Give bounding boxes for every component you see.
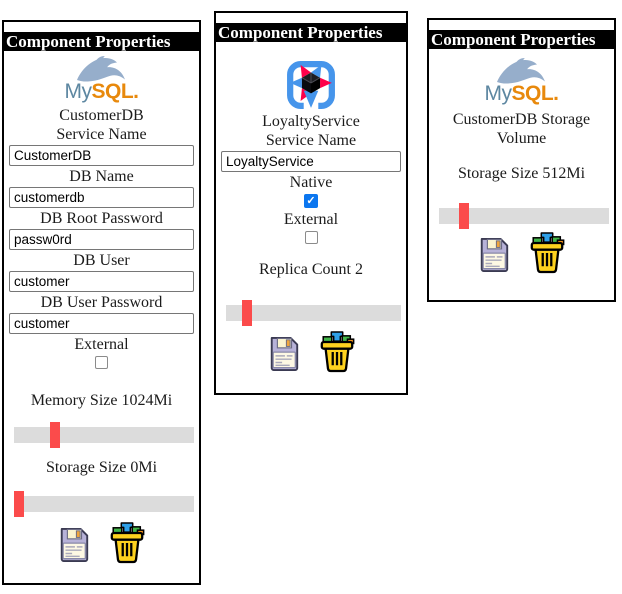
external-checkbox[interactable] <box>95 356 108 369</box>
mysql-dolphin-icon <box>77 56 126 82</box>
slider-handle[interactable] <box>459 203 469 229</box>
panel-component-properties-loyaltyservice: Component Properties LoyaltyService Serv… <box>214 11 408 395</box>
slider-track[interactable] <box>14 496 194 512</box>
replica-count-slider[interactable] <box>226 300 401 326</box>
slider-track[interactable] <box>439 208 609 224</box>
panel-title: Component Properties <box>429 30 614 49</box>
slider-track[interactable] <box>226 305 401 321</box>
service-name-input[interactable] <box>9 145 194 166</box>
panel-title: Component Properties <box>4 32 199 51</box>
native-label: Native <box>289 174 333 191</box>
panel-component-properties-storage-volume: Component Properties MySQL. CustomerDB S… <box>427 18 616 302</box>
storage-size-slider[interactable] <box>14 491 194 517</box>
component-heading-label: CustomerDB Storage Volume <box>452 111 591 147</box>
slider-handle[interactable] <box>49 422 60 448</box>
panel-component-properties-customerdb: Component Properties MySQL. CustomerDB S… <box>2 20 201 585</box>
storage-size-slider[interactable] <box>439 203 609 229</box>
component-name-label: CustomerDB <box>59 107 144 124</box>
actions-row <box>267 330 356 374</box>
db-user-input[interactable] <box>9 271 194 292</box>
db-name-input[interactable] <box>9 187 194 208</box>
replica-count-label: Replica Count 2 <box>259 261 363 278</box>
save-floppy-icon[interactable] <box>267 334 301 374</box>
actions-row <box>57 521 146 565</box>
mysql-logo: MySQL. <box>64 55 139 103</box>
memory-size-label: Memory Size 1024Mi <box>30 392 173 409</box>
delete-trash-icon[interactable] <box>528 231 566 275</box>
delete-trash-icon[interactable] <box>108 521 146 565</box>
db-name-label: DB Name <box>69 168 134 185</box>
db-user-password-label: DB User Password <box>40 294 163 311</box>
component-name-label: LoyaltyService <box>262 113 360 130</box>
service-name-label: Service Name <box>56 126 147 143</box>
external-label: External <box>74 336 129 353</box>
db-user-password-input[interactable] <box>9 313 194 334</box>
external-label: External <box>283 211 339 228</box>
slider-handle[interactable] <box>14 491 24 517</box>
actions-row <box>477 231 566 275</box>
db-root-password-input[interactable] <box>9 229 194 250</box>
external-checkbox[interactable] <box>304 231 318 244</box>
mysql-dolphin-icon <box>497 58 546 84</box>
save-floppy-icon[interactable] <box>477 235 511 275</box>
slider-handle[interactable] <box>241 300 252 326</box>
quarkus-logo-icon <box>286 60 336 110</box>
storage-size-label: Storage Size 512Mi <box>457 165 586 182</box>
service-name-input[interactable] <box>221 151 401 172</box>
save-floppy-icon[interactable] <box>57 525 91 565</box>
service-name-label: Service Name <box>265 132 357 149</box>
db-user-label: DB User <box>73 252 130 269</box>
mysql-logo: MySQL. <box>484 57 559 105</box>
mysql-wordmark: MySQL. <box>64 80 139 103</box>
mysql-wordmark: MySQL. <box>484 82 559 105</box>
panel-title: Component Properties <box>216 23 406 42</box>
storage-size-label: Storage Size 0Mi <box>45 459 158 476</box>
slider-track[interactable] <box>14 427 194 443</box>
native-checkbox[interactable] <box>304 194 318 208</box>
memory-size-slider[interactable] <box>14 422 194 448</box>
db-root-password-label: DB Root Password <box>40 210 163 227</box>
delete-trash-icon[interactable] <box>318 330 356 374</box>
